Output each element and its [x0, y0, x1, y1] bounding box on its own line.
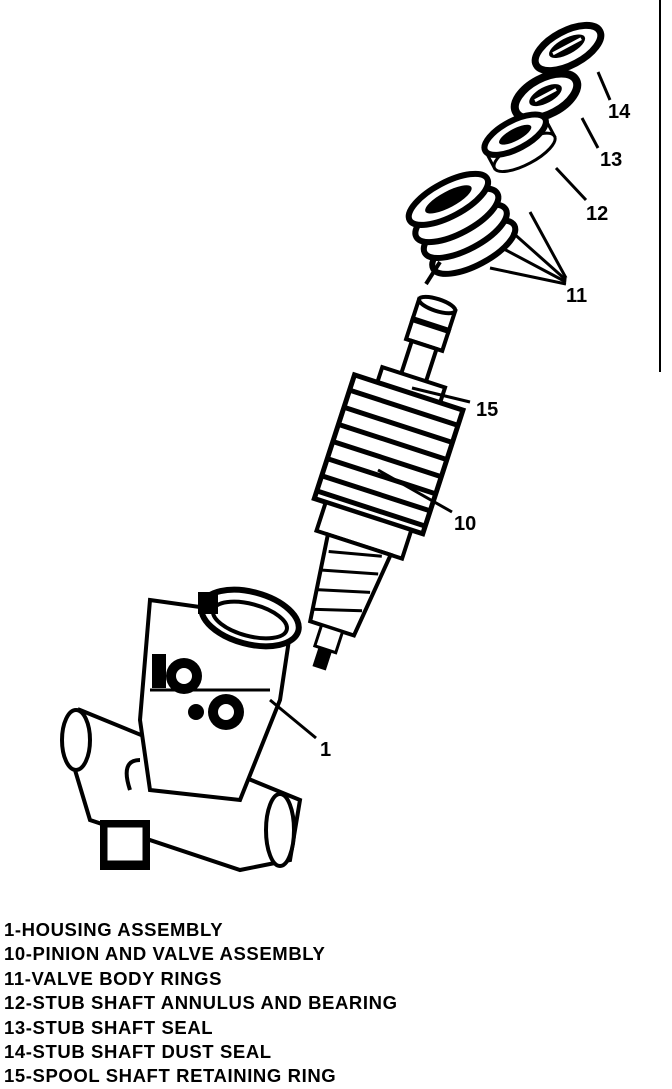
legend-item-12: 12-STUB SHAFT ANNULUS AND BEARING	[4, 992, 398, 1014]
callout-11: 11	[566, 285, 587, 307]
stub-shaft-seal-13	[510, 69, 582, 123]
pinion-valve-assembly-10	[307, 294, 467, 671]
legend-item-10: 10-PINION AND VALVE ASSEMBLY	[4, 943, 326, 965]
legend-item-15: 15-SPOOL SHAFT RETAINING RING	[4, 1065, 337, 1087]
dust-seal-14	[531, 21, 605, 75]
parts-legend: 1-HOUSING ASSEMBLY 10-PINION AND VALVE A…	[4, 918, 664, 1089]
annulus-bearing-12	[481, 111, 557, 174]
exploded-view-diagram: 14 13 12 11 15 10 1	[60, 0, 661, 873]
valve-body-rings-11	[405, 170, 519, 286]
callout-1: 1	[320, 739, 331, 761]
legend-item-1: 1-HOUSING ASSEMBLY	[4, 919, 224, 940]
leader-lines	[269, 71, 612, 740]
callout-14: 14	[608, 101, 631, 123]
callout-12: 12	[586, 203, 608, 225]
callout-10: 10	[454, 513, 476, 535]
legend-item-11: 11-VALVE BODY RINGS	[4, 967, 223, 989]
callout-13: 13	[600, 149, 622, 171]
housing-assembly-1	[60, 586, 303, 873]
legend-item-14: 14-STUB SHAFT DUST SEAL	[4, 1040, 272, 1062]
legend-item-13: 13-STUB SHAFT SEAL	[4, 1016, 214, 1038]
callout-15: 15	[476, 399, 498, 421]
